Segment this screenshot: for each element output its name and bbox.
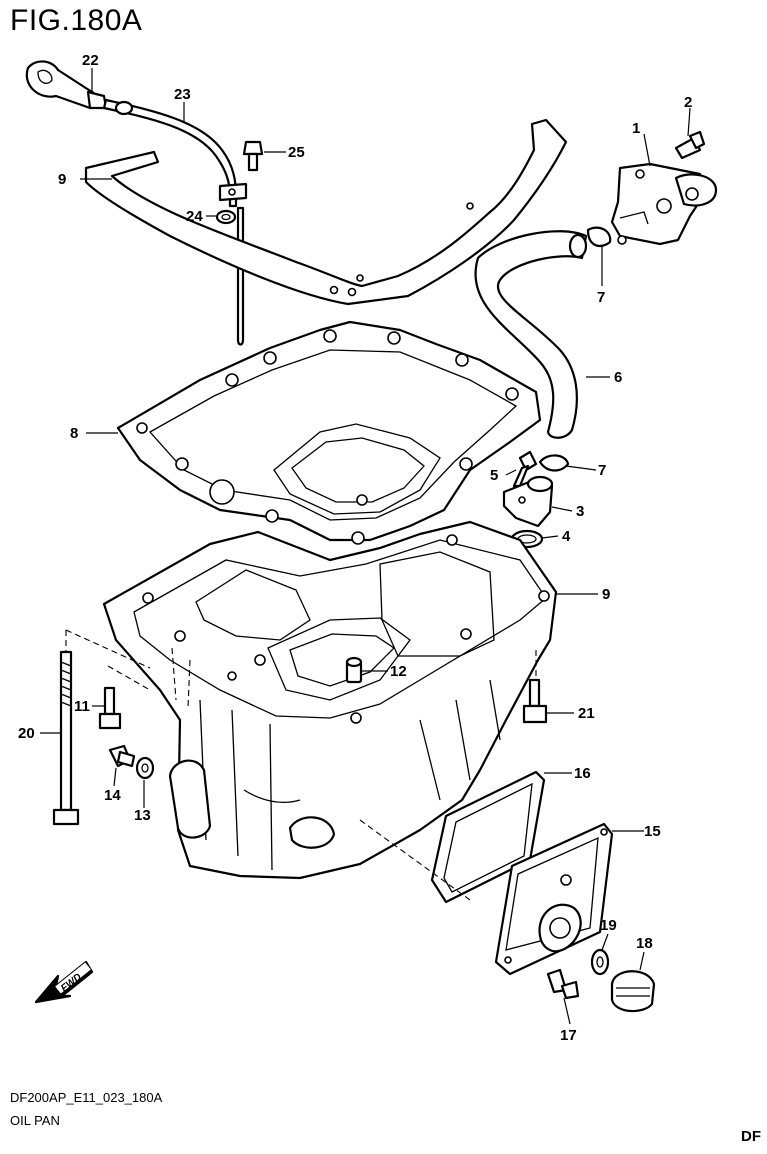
- drawing-code: DF200AP_E11_023_180A: [10, 1090, 163, 1105]
- callout-24: 24: [186, 208, 203, 225]
- upper-gasket-strip: [84, 118, 568, 306]
- hose-clamp-upper: [586, 226, 612, 248]
- callout-5: 5: [490, 467, 498, 484]
- housing-bolt: [674, 130, 706, 160]
- oil-pan-gasket: [116, 320, 542, 545]
- drain-plug-18: [610, 970, 656, 1013]
- callout-1: 1: [632, 120, 640, 137]
- callout-10: 9: [58, 171, 66, 188]
- callout-2: 2: [684, 94, 692, 111]
- callout-16: 16: [574, 765, 591, 782]
- callout-25: 25: [288, 144, 305, 161]
- callout-13: 13: [134, 807, 151, 824]
- drain-washer: [590, 948, 610, 976]
- short-bolt-11: [98, 686, 122, 730]
- fwd-arrow-icon: FWD: [34, 960, 94, 1004]
- water-outlet-fitting: [502, 475, 554, 528]
- callout-14: 14: [104, 787, 121, 804]
- drawing-name: OIL PAN: [10, 1113, 60, 1128]
- cover-bolt: [546, 968, 580, 1000]
- callout-9: 9: [602, 586, 610, 603]
- callout-7-upper: 7: [597, 289, 605, 306]
- callout-20: 20: [18, 725, 35, 742]
- callout-23: 23: [174, 86, 191, 103]
- callout-15: 15: [644, 823, 661, 840]
- callout-21: 21: [578, 705, 595, 722]
- hose-clamp-lower: [538, 454, 570, 472]
- callout-3: 3: [576, 503, 584, 520]
- callout-22: 22: [82, 52, 99, 69]
- callout-18: 18: [636, 935, 653, 952]
- callout-6: 6: [614, 369, 622, 386]
- corner-mark: DF: [741, 1128, 761, 1145]
- drain-plug-14: [108, 744, 136, 768]
- callout-17: 17: [560, 1027, 577, 1044]
- upper-housing: [610, 162, 718, 246]
- dipstick-guide-tube: [102, 98, 248, 208]
- figure-title: FIG.180A: [10, 4, 143, 37]
- water-hose: [474, 230, 588, 439]
- dowel-pin: [345, 656, 363, 684]
- callout-12: 12: [390, 663, 407, 680]
- oil-pan-cover: [494, 822, 614, 976]
- dipstick-rod: [236, 206, 245, 346]
- callout-4: 4: [562, 528, 571, 545]
- short-bolt-21: [522, 678, 548, 724]
- dipstick-handle: [25, 60, 108, 110]
- callout-7-lower: 7: [598, 462, 606, 479]
- cover-gasket: [430, 770, 546, 904]
- callout-19: 19: [600, 917, 617, 934]
- guide-bolt: [242, 140, 264, 172]
- guide-o-ring: [215, 209, 237, 225]
- callout-8: 8: [70, 425, 78, 442]
- long-bolt: [52, 650, 80, 826]
- washer-13: [135, 756, 155, 780]
- callout-11: 11: [74, 698, 90, 715]
- oil-pan: [102, 520, 558, 880]
